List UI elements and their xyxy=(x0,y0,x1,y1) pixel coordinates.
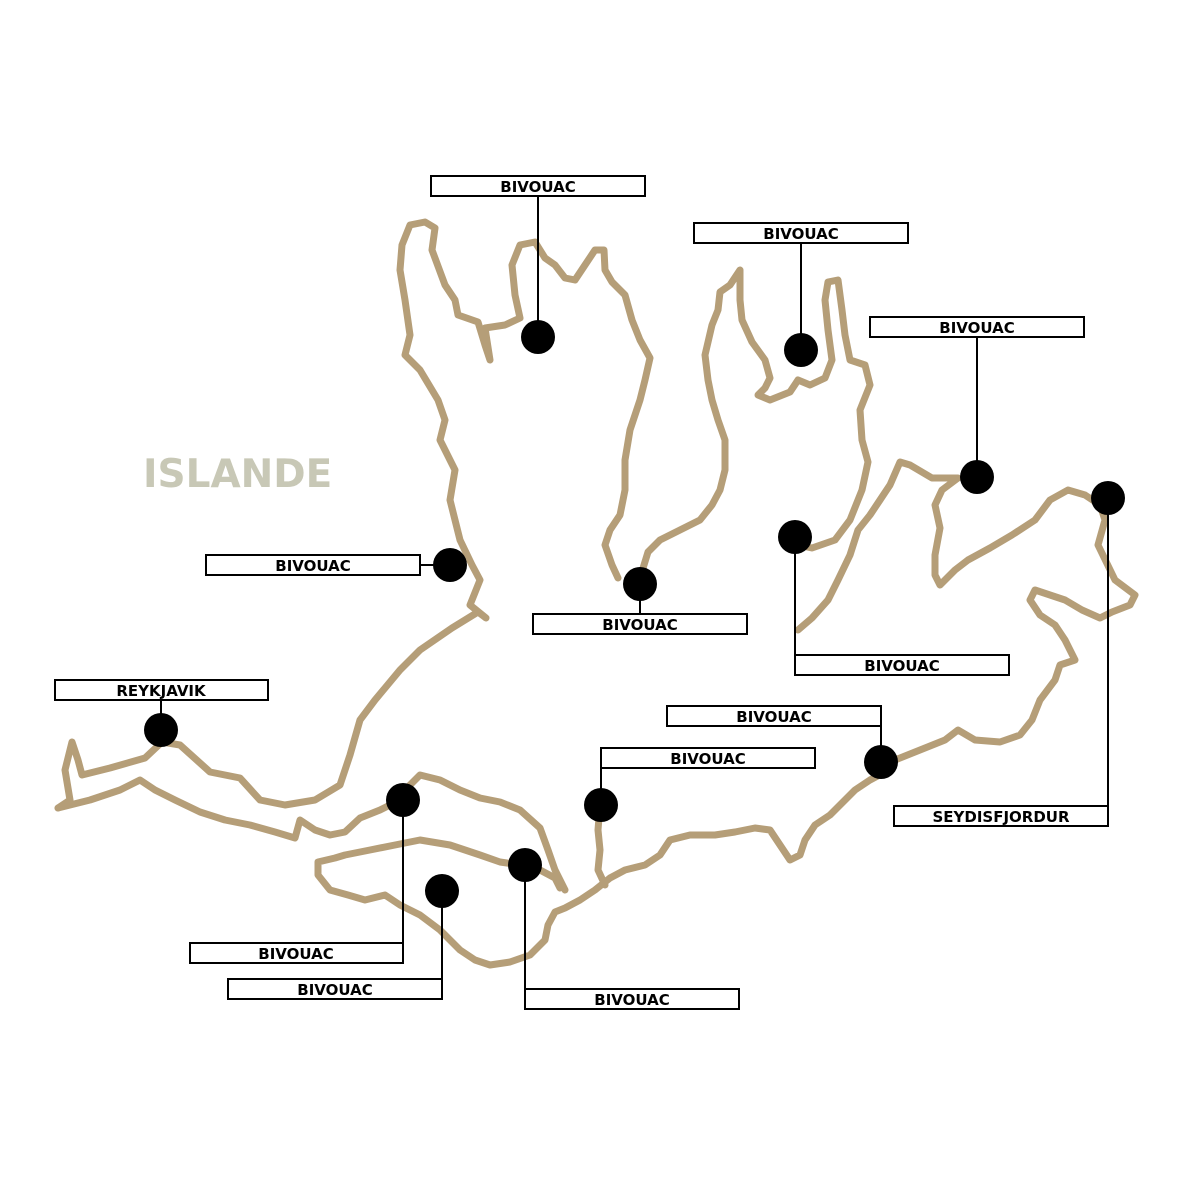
bivouac-north2-label: BIVOUAC xyxy=(763,225,838,243)
bivouac-south3-callout: BIVOUAC xyxy=(508,848,740,1010)
reykjavik-callout: REYKJAVIK xyxy=(54,679,269,747)
bivouac-west-marker[interactable] xyxy=(433,548,467,582)
bivouac-north2-callout: BIVOUAC xyxy=(693,222,909,367)
bivouac-east-center-label: BIVOUAC xyxy=(864,657,939,675)
bivouac-south3-marker[interactable] xyxy=(508,848,542,882)
seydisfjordur-callout: SEYDISFJORDUR xyxy=(893,481,1125,827)
bivouac-west-callout: BIVOUAC xyxy=(205,548,467,582)
bivouac-center-label: BIVOUAC xyxy=(602,616,677,634)
bivouac-southeast-marker[interactable] xyxy=(864,745,898,779)
reykjavik-label: REYKJAVIK xyxy=(116,682,207,700)
map-title: ISLANDE xyxy=(143,452,332,497)
bivouac-south2-callout: BIVOUAC xyxy=(227,874,459,1000)
bivouac-northeast-callout: BIVOUAC xyxy=(869,316,1085,494)
bivouac-center-marker[interactable] xyxy=(623,567,657,601)
bivouac-south3-label: BIVOUAC xyxy=(594,991,669,1009)
bivouac-southeast-callout: BIVOUAC xyxy=(666,705,898,779)
bivouac-south1-label: BIVOUAC xyxy=(258,945,333,963)
bivouac-north1-callout: BIVOUAC xyxy=(430,175,646,354)
reykjavik-marker[interactable] xyxy=(144,713,178,747)
seydisfjordur-marker[interactable] xyxy=(1091,481,1125,515)
bivouac-southeast-label: BIVOUAC xyxy=(736,708,811,726)
bivouac-north2-marker[interactable] xyxy=(784,333,818,367)
bivouac-south1-callout: BIVOUAC xyxy=(189,783,420,964)
bivouac-south2-label: BIVOUAC xyxy=(297,981,372,999)
bivouac-south-center-label: BIVOUAC xyxy=(670,750,745,768)
bivouac-northeast-label: BIVOUAC xyxy=(939,319,1014,337)
route-line xyxy=(54,218,1139,969)
bivouac-north1-label: BIVOUAC xyxy=(500,178,575,196)
bivouac-north1-marker[interactable] xyxy=(521,320,555,354)
bivouac-south-center-marker[interactable] xyxy=(584,788,618,822)
bivouac-center-callout: BIVOUAC xyxy=(532,567,748,635)
bivouac-south2-marker[interactable] xyxy=(425,874,459,908)
bivouac-south-center-callout: BIVOUAC xyxy=(584,747,816,822)
seydisfjordur-label: SEYDISFJORDUR xyxy=(932,808,1070,826)
bivouac-northeast-marker[interactable] xyxy=(960,460,994,494)
bivouac-west-label: BIVOUAC xyxy=(275,557,350,575)
bivouac-east-center-callout: BIVOUAC xyxy=(778,520,1010,676)
bivouac-east-center-marker[interactable] xyxy=(778,520,812,554)
bivouac-south1-marker[interactable] xyxy=(386,783,420,817)
